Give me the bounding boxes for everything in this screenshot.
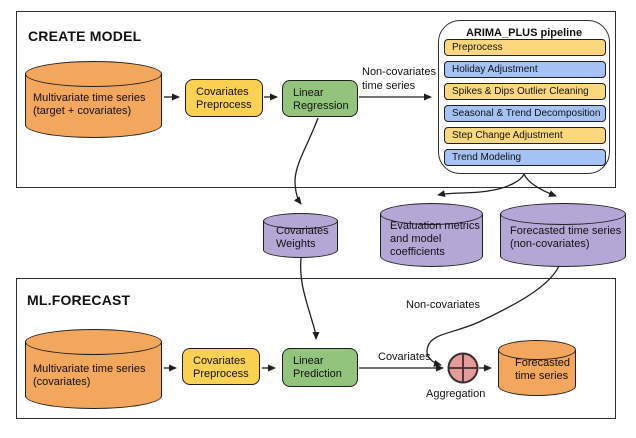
label-non-covariates: Non-covariates <box>406 299 480 311</box>
pipeline-step-seasonal-trend-decomposition: Seasonal & Trend Decomposition <box>444 105 606 122</box>
cylinder-top <box>380 203 483 225</box>
covariates-preprocess-box-forecast: Covariates Preprocess <box>182 348 260 385</box>
label-covariates: Covariates <box>378 351 431 363</box>
cylinder-top <box>263 213 338 229</box>
pipeline-step-trend-modeling: Trend Modeling <box>444 149 606 166</box>
pipeline-step-preprocess: Preprocess <box>444 39 606 56</box>
cylinder-label: Forecasted time series <box>515 357 571 382</box>
forecasted-time-series-cylinder: Forecasted time series <box>498 340 576 396</box>
label-aggregation: Aggregation <box>426 388 486 400</box>
cylinder-top <box>498 340 576 360</box>
cylinder-label: Evaluation metrics and model coefficient… <box>390 220 480 258</box>
cylinder-top <box>25 329 162 355</box>
pipeline-step-holiday-adjustment: Holiday Adjustment <box>444 61 606 78</box>
covariates-weights-cylinder: Covariates Weights <box>263 213 338 258</box>
input-cylinder-target-covariates: Multivariate time series (target + covar… <box>25 61 162 138</box>
pipeline-title: ARIMA_PLUS pipeline <box>465 27 583 39</box>
input-cylinder-covariates: Multivariate time series (covariates) <box>25 329 162 409</box>
arima-plus-pipeline: ARIMA_PLUS pipeline Preprocess Holiday A… <box>438 20 610 174</box>
cylinder-top <box>500 203 626 225</box>
evaluation-metrics-cylinder: Evaluation metrics and model coefficient… <box>380 203 483 267</box>
pipeline-step-spikes-dips-outlier-cleaning: Spikes & Dips Outlier Cleaning <box>444 83 606 100</box>
cylinder-label: Covariates Weights <box>276 225 329 250</box>
pipeline-step-step-change-adjustment: Step Change Adjustment <box>444 127 606 144</box>
cylinder-label: Multivariate time series (covariates) <box>33 363 146 388</box>
cylinder-top <box>25 61 162 87</box>
cylinder-label: Multivariate time series (target + covar… <box>33 92 146 117</box>
label-noncovariates-time-series: Non-covariates time series <box>362 66 436 92</box>
covariates-preprocess-box-train: Covariates Preprocess <box>185 79 263 117</box>
ml-forecast-title: ML.FORECAST <box>27 292 131 308</box>
cylinder-label: Forecasted time series (non-covariates) <box>510 225 622 250</box>
create-model-title: CREATE MODEL <box>28 28 142 44</box>
linear-regression-box: Linear Regression <box>282 80 358 117</box>
linear-prediction-box: Linear Prediction <box>282 348 358 387</box>
forecasted-noncovariates-cylinder: Forecasted time series (non-covariates) <box>500 203 626 267</box>
